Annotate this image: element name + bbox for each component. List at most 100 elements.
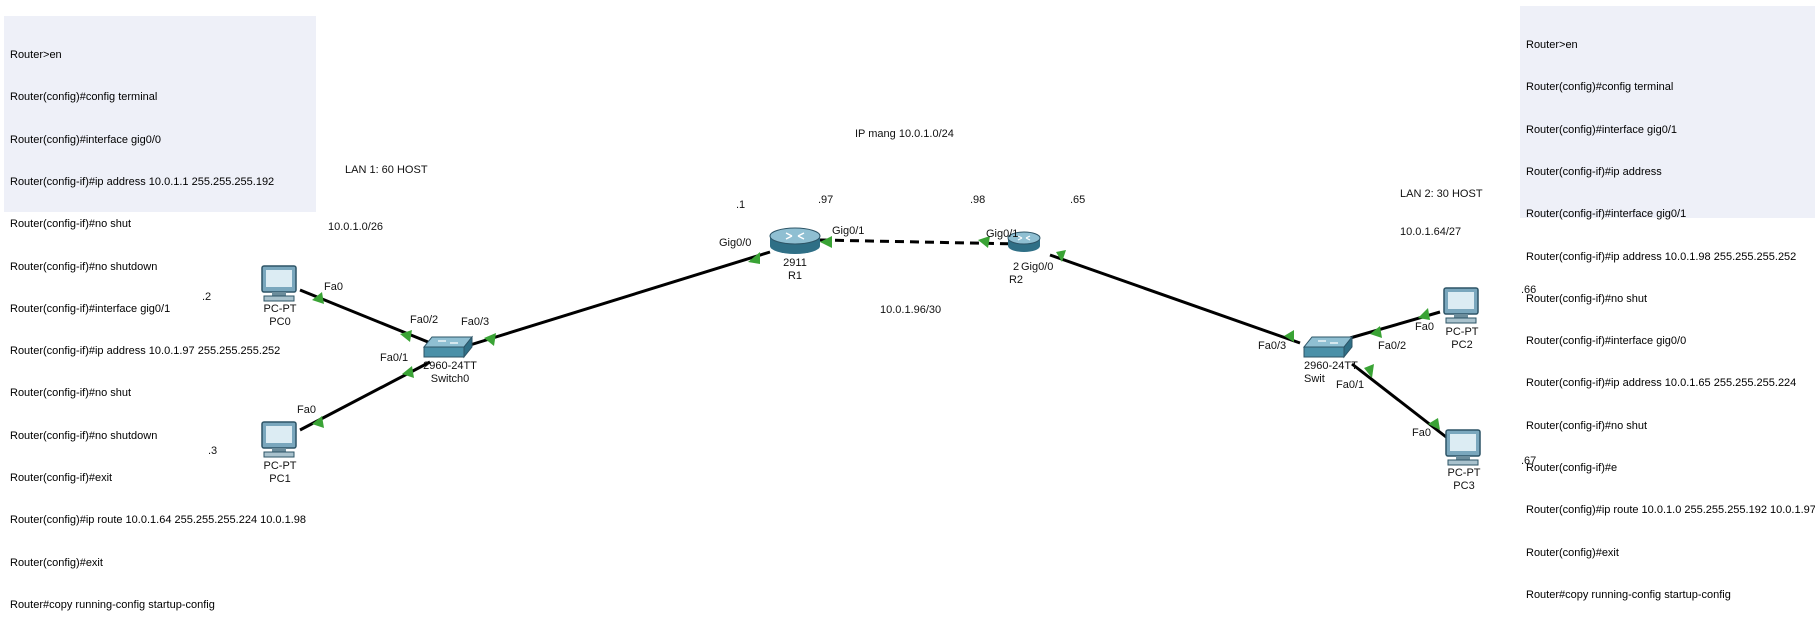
note-line: Router(config-if)#interface gig0/0 [1526,335,1687,348]
pc3-label: PC-PT PC3 [1446,467,1482,493]
note-line: Router(config-if)#e [1526,462,1618,474]
pc1-icon[interactable] [261,421,297,458]
pc2-icon[interactable] [1443,287,1479,324]
switch1-name: Swit [1304,373,1325,385]
r2-gig01-label: Gig0/1 [986,228,1019,240]
pc0-icon[interactable] [261,265,297,302]
pc2-ip-label: .66 [1521,284,1537,296]
note-line: Router(config-if)#no shut [10,218,132,231]
note-line: Router(config-if)#ip address 10.0.1.65 2… [1526,377,1797,390]
r1-gig00-label: Gig0/0 [719,237,752,249]
switch0-fa03-label: Fa0/3 [461,316,490,328]
note-line: Router(config-if)#ip address [1526,166,1662,179]
r2-router-icon[interactable] [1007,231,1041,252]
port-up-marker [1428,418,1440,430]
note-line: Router>en [1526,39,1578,52]
pc1-port-label: Fa0 [297,404,316,416]
lan1-label: LAN 1: 60 HOST [345,164,428,176]
note-line: Router(config-if)#exit [10,472,113,484]
switch0-name: Switch0 [430,373,470,385]
pc0-name: PC0 [269,316,291,328]
pc3-model: PC-PT [1447,467,1481,479]
pc3-name: PC3 [1453,480,1475,492]
switch1-label: 2960-24TT Swit [1304,360,1362,386]
r2-model: 2 [1012,261,1020,273]
r1-router-icon[interactable] [769,227,821,254]
switch0-icon[interactable] [422,335,474,359]
switch0-model: 2960-24TT [423,360,477,372]
link-switch1-pc3[interactable] [1351,362,1451,442]
note-line: Router#copy running-config startup-confi… [10,598,215,611]
port-up-marker [402,366,414,378]
r1-gig00-ip-label: .1 [736,199,746,211]
note-line: Router(config)#exit [1526,546,1619,559]
r1-gig01-label: Gig0/1 [832,225,865,237]
r1-name: R1 [787,270,803,282]
note-line: Router(config-if)#ip address 10.0.1.98 2… [1526,250,1797,263]
pc3-port-label: Fa0 [1412,427,1431,439]
note-line: Router(config)#config terminal [10,91,158,104]
switch1-fa01-label: Fa0/1 [1336,379,1365,391]
note-line: Router(config-if)#no shutdown [10,260,158,273]
note-line: Router(config-if)#interface gig0/1 [1526,208,1687,221]
link-switch0-r1[interactable] [469,250,771,347]
pc3-icon[interactable] [1445,429,1481,466]
note-line: Router(config-if)#interface gig0/1 [10,302,171,315]
note-line: Router>en [10,49,62,62]
pc2-label: PC-PT PC2 [1444,326,1480,352]
port-up-marker [484,333,496,346]
switch0-fa02-label: Fa0/2 [410,314,439,326]
switch1-model: 2960-24TT [1304,360,1358,372]
topology-canvas [261,227,1481,466]
r2-config-note[interactable]: Router>en Router(config)#config terminal… [1520,6,1815,601]
ip-block-label: IP mang 10.0.1.0/24 [855,128,954,140]
note-line: Router(config)#interface gig0/1 [1526,123,1678,136]
pc2-name: PC2 [1451,339,1473,351]
port-up-marker [312,416,324,428]
note-line: Router(config)#exit [10,556,103,569]
topology-workspace[interactable]: Router>en Router(config)#config terminal… [0,0,1815,611]
note-line: Router(config)#interface gig0/0 [10,133,162,146]
switch0-label: 2960-24TT Switch0 [418,360,482,386]
r1-config-note[interactable]: Router>en Router(config)#config terminal… [4,16,316,611]
port-up-marker [1370,326,1382,338]
note-line: Router(config-if)#no shut [1526,419,1648,432]
port-up-marker [1284,330,1294,342]
pc0-ip-label: .2 [202,291,212,303]
r2-gig00-label: Gig0/0 [1021,261,1054,273]
note-line: Router(config-if)#no shutdown [10,429,158,442]
pc1-label: PC-PT PC1 [262,460,298,486]
link-r2-switch1[interactable] [1049,253,1301,345]
note-line: Router(config)#ip route 10.0.1.64 255.25… [10,514,307,527]
note-line: Router(config-if)#no shut [10,387,132,400]
port-up-marker [748,252,760,264]
wan-network-label: 10.0.1.96/30 [880,304,942,316]
switch1-fa02-label: Fa0/2 [1378,340,1407,352]
note-line: Router(config-if)#no shut [1526,292,1648,305]
pc0-label: PC-PT PC0 [262,303,298,329]
port-up-marker [978,236,990,248]
note-line: Router(config-if)#ip address 10.0.1.1 25… [10,176,275,189]
port-up-marker [312,292,324,304]
lan2-network-label: 10.0.1.64/27 [1400,226,1462,238]
r2-gig00-ip-label: .65 [1070,194,1086,206]
r2-name: R2 [1008,274,1024,286]
pc0-port-label: Fa0 [324,281,343,293]
port-up-marker [1056,250,1066,262]
switch0-fa01-label: Fa0/1 [380,352,409,364]
note-line: Router(config-if)#ip address 10.0.1.97 2… [10,345,281,358]
port-up-marker [1418,308,1430,320]
pc1-name: PC1 [269,473,291,485]
port-up-marker [400,330,412,342]
r2-label: 2 R2 [1004,261,1028,287]
port-up-marker [1364,364,1374,378]
pc1-ip-label: .3 [208,445,218,457]
note-line: Router#copy running-config startup-confi… [1526,588,1731,601]
r2-gig01-ip-label: .98 [970,194,986,206]
pc3-ip-label: .67 [1521,455,1537,467]
note-line: Router(config)#config terminal [1526,81,1674,94]
port-up-marker [820,236,832,248]
switch1-fa03-label: Fa0/3 [1258,340,1287,352]
switch1-icon[interactable] [1302,335,1354,359]
lan2-label: LAN 2: 30 HOST [1400,188,1483,200]
